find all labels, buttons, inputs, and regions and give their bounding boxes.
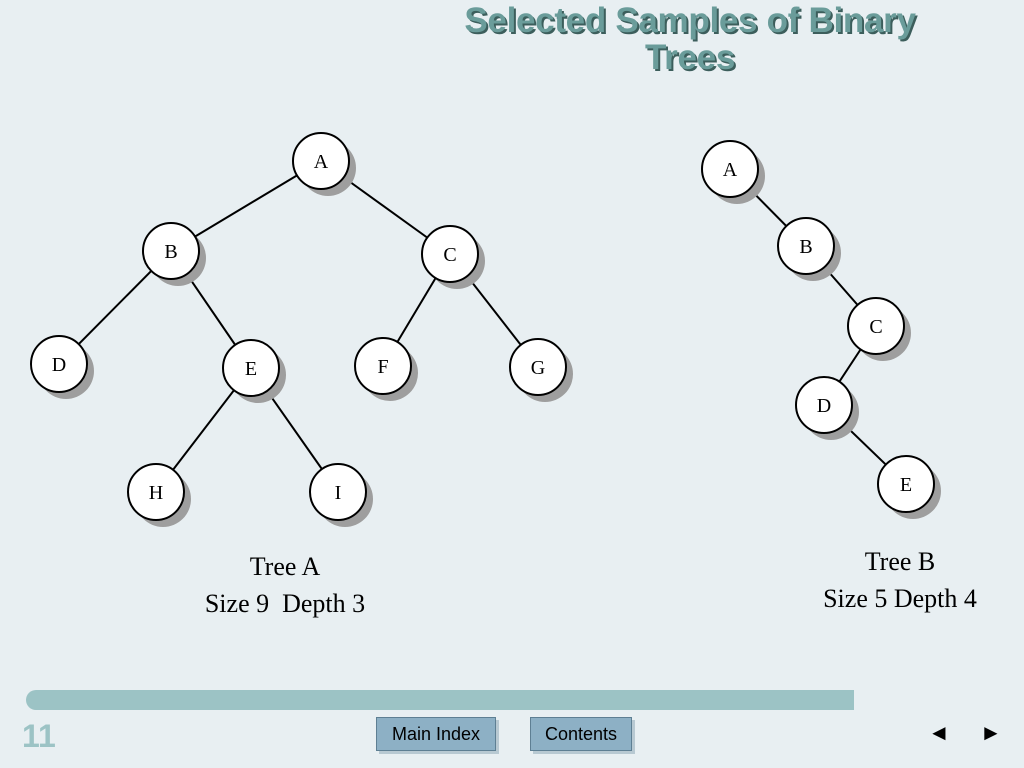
slide-title-line1: Selected Samples of Binary xyxy=(464,1,916,40)
tree-a-node-a: A xyxy=(292,132,356,196)
tree-b-caption-name: Tree B xyxy=(864,547,936,576)
tree-b-caption-stats: Size 5 Depth 4 xyxy=(823,584,977,613)
next-slide-icon[interactable]: ► xyxy=(980,720,1002,745)
node-circle xyxy=(309,463,367,521)
tree-a-group: A B C D E F G H I xyxy=(30,132,573,527)
footer-bar xyxy=(26,690,854,710)
node-circle xyxy=(847,297,905,355)
tree-b-node-d: D xyxy=(795,376,859,440)
tree-b-node-a: A xyxy=(701,140,765,204)
node-label: D xyxy=(52,354,66,376)
node-circle xyxy=(877,455,935,513)
node-circle xyxy=(222,339,280,397)
node-label: C xyxy=(869,316,882,338)
node-label: C xyxy=(443,244,456,266)
node-circle xyxy=(30,335,88,393)
tree-a-edge-a-b xyxy=(170,160,322,252)
node-circle xyxy=(421,225,479,283)
node-label: D xyxy=(817,395,831,417)
tree-b-node-e: E xyxy=(877,455,941,519)
tree-a-node-g: G xyxy=(509,338,573,402)
node-label: E xyxy=(245,358,257,380)
tree-a-node-b: B xyxy=(142,222,206,286)
node-label: I xyxy=(335,482,342,504)
binary-trees-diagram: A B C D E F G H I A B C D E xyxy=(30,132,941,527)
node-label: A xyxy=(723,159,738,181)
node-label: E xyxy=(900,474,912,496)
node-circle xyxy=(292,132,350,190)
page-number: 11 xyxy=(22,718,56,754)
node-circle xyxy=(777,217,835,275)
node-circle xyxy=(795,376,853,434)
tree-b-node-b: B xyxy=(777,217,841,281)
node-label: A xyxy=(314,151,329,173)
tree-a-node-i: I xyxy=(309,463,373,527)
node-circle xyxy=(127,463,185,521)
tree-b-group: A B C D E xyxy=(701,140,941,519)
node-label: H xyxy=(149,482,163,504)
tree-a-caption: Tree A Size 9 Depth 3 xyxy=(170,548,400,622)
tree-a-caption-name: Tree A xyxy=(249,552,321,581)
tree-a-node-d: D xyxy=(30,335,94,399)
tree-b-node-c: C xyxy=(847,297,911,361)
slide-title: Selected Samples of Binary Trees xyxy=(380,2,1000,76)
node-circle xyxy=(701,140,759,198)
node-circle xyxy=(142,222,200,280)
tree-a-caption-stats: Size 9 Depth 3 xyxy=(204,589,366,618)
node-label: B xyxy=(164,241,177,263)
slide-title-line2: Trees xyxy=(645,38,735,77)
tree-a-node-c: C xyxy=(421,225,485,289)
tree-a-node-e: E xyxy=(222,339,286,403)
tree-b-caption: Tree B Size 5 Depth 4 xyxy=(790,543,1010,617)
node-label: G xyxy=(531,357,545,379)
contents-button[interactable]: Contents xyxy=(530,717,632,751)
node-label: F xyxy=(377,356,388,378)
main-index-button[interactable]: Main Index xyxy=(376,717,496,751)
prev-slide-icon[interactable]: ◄ xyxy=(928,720,950,745)
node-label: B xyxy=(799,236,812,258)
node-circle xyxy=(354,337,412,395)
tree-a-node-f: F xyxy=(354,337,418,401)
node-circle xyxy=(509,338,567,396)
tree-a-node-h: H xyxy=(127,463,191,527)
